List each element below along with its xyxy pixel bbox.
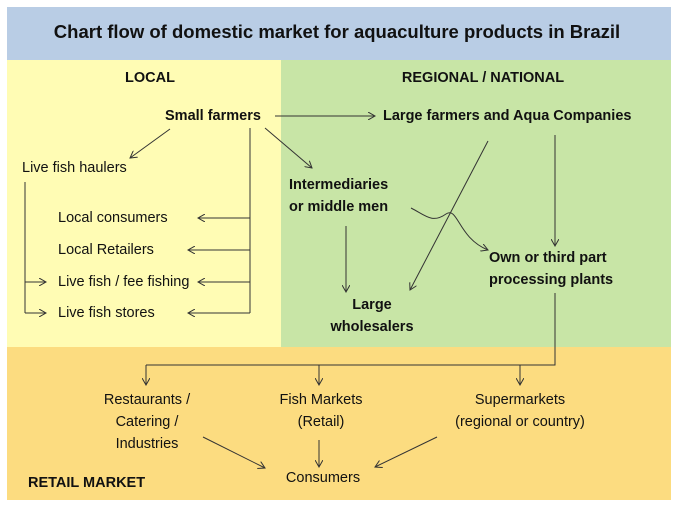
node-local-consumers: Local consumers <box>58 210 168 226</box>
node-intermediaries-line2: or middle men <box>289 199 389 215</box>
node-large-wholesalers-line2: wholesalers <box>330 319 414 335</box>
regional-zone <box>281 60 671 347</box>
node-restaurants: Restaurants / <box>103 392 191 408</box>
node-intermediaries: Intermediaries <box>289 177 389 193</box>
section-regional: REGIONAL / NATIONAL <box>401 70 565 86</box>
node-processing-plants-line2: processing plants <box>489 272 614 288</box>
node-fish-markets: Fish Markets <box>279 392 363 408</box>
node-restaurants-line2: Catering / <box>115 414 179 430</box>
node-live-fish-fee-fishing: Live fish / fee fishing <box>58 274 190 290</box>
local-zone <box>7 60 281 347</box>
node-supermarkets: Supermarkets <box>474 392 566 408</box>
node-live-fish-stores: Live fish stores <box>58 305 155 321</box>
node-large-wholesalers: Large <box>352 297 392 313</box>
node-processing-plants: Own or third part <box>489 250 607 266</box>
retail-zone <box>7 347 671 500</box>
node-supermarkets-line2: (regional or country) <box>455 414 585 430</box>
node-live-fish-haulers: Live fish haulers <box>22 160 127 176</box>
node-large-farmers: Large farmers and Aqua Companies <box>383 108 632 124</box>
node-fish-markets-line2: (Retail) <box>297 414 345 430</box>
section-local: LOCAL <box>125 70 175 86</box>
node-local-retailers: Local Retailers <box>58 242 154 258</box>
title-band <box>7 7 671 60</box>
section-retail: RETAIL MARKET <box>28 475 146 491</box>
node-small-farmers: Small farmers <box>165 108 261 124</box>
page-title: Chart flow of domestic market for aquacu… <box>53 21 621 42</box>
node-consumers: Consumers <box>285 470 361 486</box>
node-restaurants-line3: Industries <box>115 436 179 452</box>
arrow-small-to-haulers <box>130 128 171 158</box>
arrow-small-to-intermediaries <box>264 127 312 168</box>
